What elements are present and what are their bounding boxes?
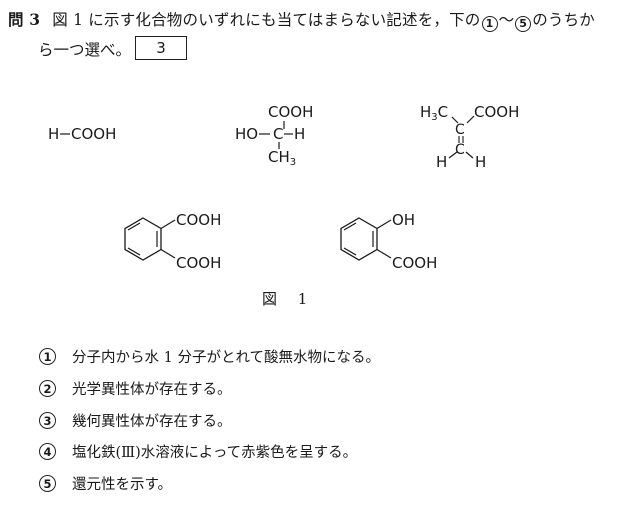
option-4-text: 塩化鉄(Ⅲ)水溶液によって赤紫色を呈する。 xyxy=(72,445,358,461)
methacrylic-cooh-label: COOH xyxy=(474,103,519,121)
salicylic-bond-cooh xyxy=(376,248,392,259)
option-2[interactable]: 2 光学異性体が存在する。 xyxy=(38,378,232,399)
option-5-number: 5 xyxy=(39,475,56,492)
range-start-number: 1 xyxy=(481,15,498,32)
option-3-number: 3 xyxy=(39,412,56,429)
question-text-part1: 図 1 に示す化合物のいずれにも当てはまらない記述を，下の xyxy=(52,11,481,29)
methacrylic-bond-h-left xyxy=(448,151,458,159)
phthalic-bond-cooh-2 xyxy=(160,248,176,259)
salicylic-acid-structure: OH COOH xyxy=(340,211,437,272)
lactic-center-c: C xyxy=(273,125,283,143)
option-5-text: 還元性を示す。 xyxy=(72,477,173,493)
salicylic-benzene-ring xyxy=(340,217,378,261)
phthalic-inner-bond-2 xyxy=(127,247,141,256)
option-3[interactable]: 3 幾何異性体が存在する。 xyxy=(38,410,232,431)
formic-cooh-label: COOH xyxy=(71,125,116,143)
option-1-number: 1 xyxy=(39,348,56,365)
salicylic-bond-oh xyxy=(376,219,392,230)
formic-h-label: H xyxy=(48,125,59,143)
option-2-text: 光学異性体が存在する。 xyxy=(72,382,232,398)
lactic-acid-structure: COOH HO C H CH3 xyxy=(235,103,313,168)
lactic-ch3-label: CH3 xyxy=(268,148,296,168)
methacrylic-beta-c: C xyxy=(455,142,465,158)
phthalic-cooh-label-2: COOH xyxy=(176,254,221,272)
methacrylic-h-right: H xyxy=(475,153,486,171)
methacrylic-bond-cooh xyxy=(466,115,475,124)
option-4[interactable]: 4 塩化鉄(Ⅲ)水溶液によって赤紫色を呈する。 xyxy=(38,441,357,462)
phthalic-cooh-label-1: COOH xyxy=(176,211,221,229)
salicylic-cooh-label: COOH xyxy=(392,254,437,272)
methacrylic-h-left: H xyxy=(436,153,447,171)
salicylic-inner-bond-3 xyxy=(343,222,357,231)
question-line-2: ら一つ選べ。 xyxy=(38,41,132,59)
methacrylic-bond-methyl xyxy=(451,116,459,124)
option-1-text: 分子内から水 1 分子がとれて酸無水物になる。 xyxy=(72,350,381,366)
methacrylic-bond-h-right xyxy=(465,151,474,159)
methacrylic-methyl-label: H3C xyxy=(420,103,448,123)
methacrylic-alpha-c: C xyxy=(455,122,465,138)
question-text-part2: のうちか xyxy=(532,11,596,29)
range-end-number: 5 xyxy=(515,15,532,32)
phthalic-inner-bond-3 xyxy=(127,222,141,231)
lactic-cooh-label: COOH xyxy=(268,103,313,121)
option-1[interactable]: 1 分子内から水 1 分子がとれて酸無水物になる。 xyxy=(38,346,380,367)
phthalic-acid-structure: COOH COOH xyxy=(124,211,221,272)
lactic-h-label: H xyxy=(294,125,305,143)
methacrylic-acid-structure: H3C C COOH C H H xyxy=(420,103,519,171)
salicylic-inner-bond-2 xyxy=(343,247,357,256)
question-number: 問 3 xyxy=(8,10,41,29)
option-5[interactable]: 5 還元性を示す。 xyxy=(38,473,172,494)
answer-box[interactable]: 3 xyxy=(135,36,187,60)
figure-caption: 図 1 xyxy=(262,290,316,308)
formic-acid-structure: H COOH xyxy=(48,125,116,143)
lactic-ho-label: HO xyxy=(235,125,258,143)
phthalic-benzene-ring xyxy=(124,217,162,261)
range-separator: ～ xyxy=(498,11,515,29)
salicylic-oh-label: OH xyxy=(392,211,415,229)
phthalic-bond-cooh-1 xyxy=(160,219,176,230)
option-3-text: 幾何異性体が存在する。 xyxy=(72,414,232,430)
option-2-number: 2 xyxy=(39,380,56,397)
option-4-number: 4 xyxy=(39,443,56,460)
